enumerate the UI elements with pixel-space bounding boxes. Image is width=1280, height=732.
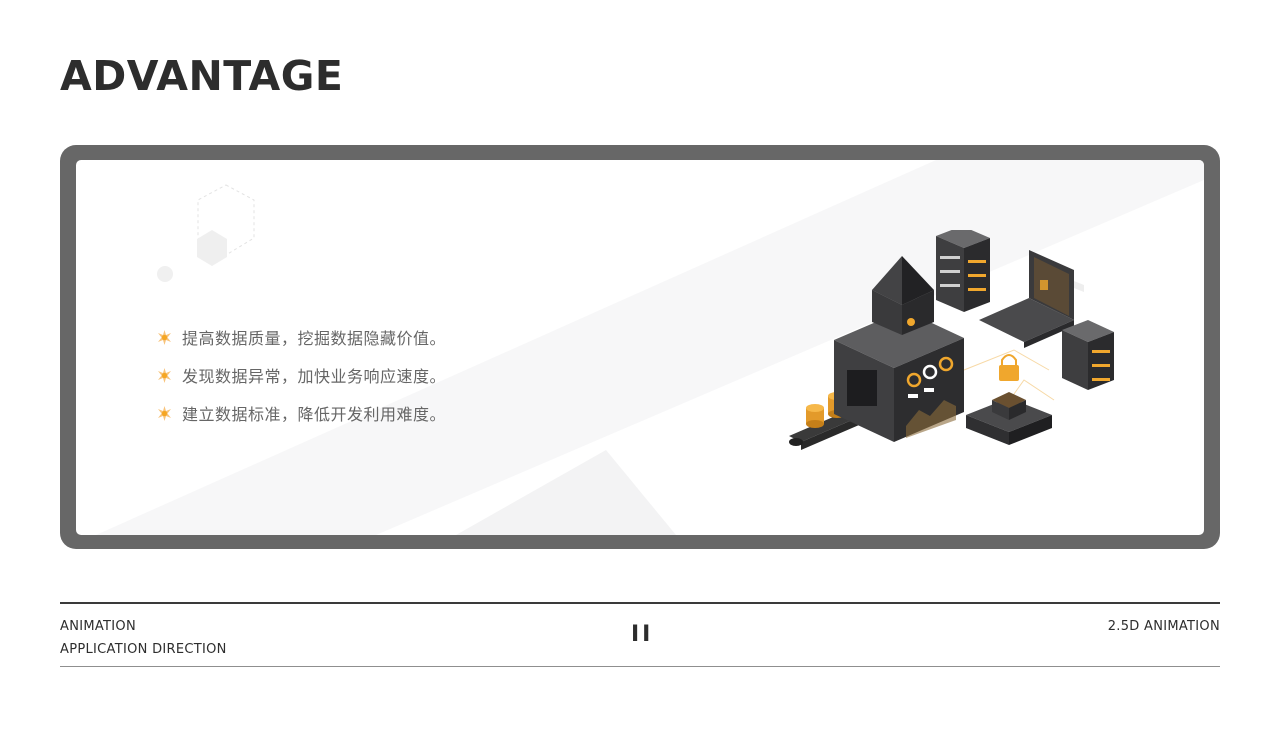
feature-list: 提高数据质量，挖掘数据隐藏价值。 发现数据异常，加快业务响应速度。 建立数据标准… bbox=[156, 318, 446, 432]
footer-left-line2: APPLICATION DIRECTION bbox=[60, 642, 227, 657]
advantage-card: 提高数据质量，挖掘数据隐藏价值。 发现数据异常，加快业务响应速度。 建立数据标准… bbox=[60, 145, 1220, 549]
isometric-data-factory-icon bbox=[789, 230, 1114, 450]
list-item: 建立数据标准，降低开发利用难度。 bbox=[156, 394, 446, 432]
footer-right-caption: 2.5D ANIMATION bbox=[1107, 619, 1220, 634]
footer-divider-bottom bbox=[60, 666, 1220, 667]
background-decoration bbox=[96, 160, 1204, 535]
list-item: 提高数据质量，挖掘数据隐藏价值。 bbox=[156, 318, 446, 356]
star-burst-icon bbox=[158, 367, 171, 383]
feature-text: 提高数据质量，挖掘数据隐藏价值。 bbox=[182, 329, 447, 348]
section-number: II bbox=[631, 622, 654, 647]
footer-left-caption: ANIMATION APPLICATION DIRECTION bbox=[60, 615, 227, 661]
list-item: 发现数据异常，加快业务响应速度。 bbox=[156, 356, 446, 394]
footer-divider-top bbox=[60, 602, 1220, 604]
feature-text: 建立数据标准，降低开发利用难度。 bbox=[182, 405, 447, 424]
advantage-card-body: 提高数据质量，挖掘数据隐藏价值。 发现数据异常，加快业务响应速度。 建立数据标准… bbox=[76, 160, 1204, 535]
star-burst-icon bbox=[158, 329, 171, 345]
star-burst-icon bbox=[158, 405, 171, 421]
footer-left-line1: ANIMATION bbox=[60, 619, 136, 634]
page-title: ADVANTAGE bbox=[60, 52, 344, 100]
feature-text: 发现数据异常，加快业务响应速度。 bbox=[182, 367, 447, 386]
